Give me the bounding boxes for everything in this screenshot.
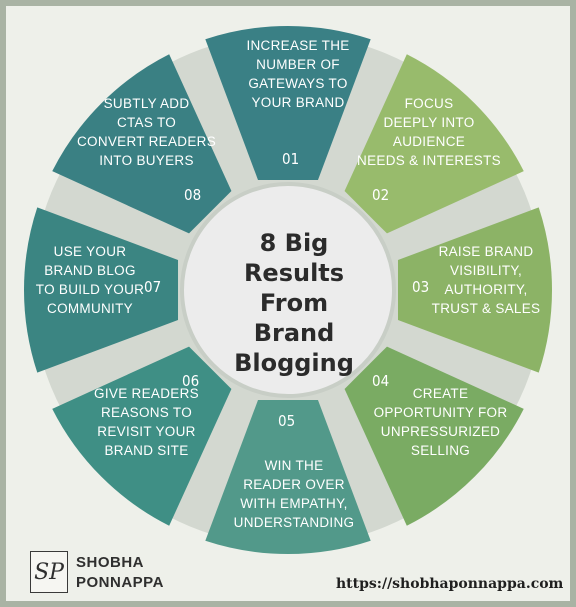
segment-05-line: with empathy, bbox=[240, 496, 348, 511]
segment-06-line: Give readers bbox=[94, 386, 199, 401]
segment-01-line: your brand bbox=[251, 95, 345, 110]
segment-07 bbox=[24, 207, 179, 373]
segment-02-line: Focus bbox=[404, 96, 454, 111]
title-line-2: Results From bbox=[243, 259, 345, 317]
segment-07-line: brand blog bbox=[44, 263, 136, 278]
segment-03-number: 03 bbox=[412, 278, 430, 296]
segment-03-line: trust & sales bbox=[431, 301, 541, 316]
logo-initials: SP bbox=[34, 559, 64, 585]
segment-08 bbox=[52, 54, 232, 234]
segment-04-line: unpressurized bbox=[380, 424, 501, 439]
segment-01 bbox=[205, 26, 371, 181]
segment-02-line: needs & interests bbox=[357, 153, 501, 168]
segment-04-number: 04 bbox=[372, 372, 390, 390]
segment-06 bbox=[52, 346, 232, 526]
segment-05 bbox=[205, 399, 371, 554]
results-wheel bbox=[24, 26, 552, 554]
segment-04 bbox=[344, 346, 524, 526]
segment-04-line: selling bbox=[410, 443, 471, 458]
segment-04-text: Create opportunity for unpressurized sellin… bbox=[358, 384, 523, 460]
segment-02-line: deeply into bbox=[383, 115, 475, 130]
website-url[interactable]: https://shobhaponnappa.com bbox=[336, 576, 564, 592]
segment-07-line: Use your bbox=[53, 244, 127, 259]
segment-05-line: understanding bbox=[233, 515, 355, 530]
segment-03-text: Raise brand visibility, authority, trust & … bbox=[411, 242, 561, 318]
sp-logo: SP bbox=[30, 551, 68, 593]
segment-05-line: Win the bbox=[264, 458, 324, 473]
segment-05-number: 05 bbox=[278, 412, 296, 430]
segment-06-line: reasons to bbox=[100, 405, 193, 420]
segment-07-line: community bbox=[47, 301, 133, 316]
segment-01-line: Increase the bbox=[246, 38, 350, 53]
segment-01-text: Increase the number of gateways to your bra… bbox=[218, 36, 378, 112]
segment-07-number: 07 bbox=[144, 278, 162, 296]
segment-05-line: reader over bbox=[243, 477, 345, 492]
segment-01-line: gateways to bbox=[248, 76, 348, 91]
segment-05-text: Win the reader over with empathy, understan… bbox=[219, 456, 369, 532]
segment-08-line: CTAs to bbox=[116, 115, 177, 130]
center-circle bbox=[180, 182, 396, 398]
segment-01-number: 01 bbox=[282, 150, 300, 168]
segment-02-line: audience bbox=[392, 134, 466, 149]
segment-06-line: revisit your bbox=[97, 424, 196, 439]
brand-first-name: SHOBHA bbox=[76, 554, 145, 571]
segment-06-line: brand site bbox=[104, 443, 189, 458]
segment-02-text: Focus deeply into audience needs & interest… bbox=[354, 94, 504, 170]
segment-03 bbox=[397, 207, 552, 373]
title-line-3: Brand bbox=[253, 319, 335, 347]
center-title: 8 Big Results From Brand Blogging bbox=[214, 228, 374, 378]
segment-07-text: Use your brand blog to build your community bbox=[20, 242, 160, 318]
title-line-1: 8 Big bbox=[259, 229, 329, 257]
segment-08-text: Subtly addCTAs to convert readers into buy… bbox=[64, 94, 229, 170]
segment-03-line: visibility, bbox=[449, 263, 523, 278]
brand-last-name: PONNAPPA bbox=[76, 574, 164, 591]
segment-06-number: 06 bbox=[182, 372, 200, 390]
segment-04-line: opportunity for bbox=[373, 405, 508, 420]
segment-03-line: authority, bbox=[444, 282, 528, 297]
segment-04-line: Create bbox=[412, 386, 469, 401]
brand-name: SHOBHA PONNAPPA bbox=[76, 553, 164, 593]
segment-08-line: Subtly add bbox=[103, 96, 190, 111]
segment-03-line: Raise brand bbox=[438, 244, 534, 259]
segment-02-number: 02 bbox=[372, 186, 390, 204]
segment-08-line: into buyers bbox=[99, 153, 194, 168]
segment-01-line: number of bbox=[256, 57, 340, 72]
segment-07-line: to build your bbox=[35, 282, 145, 297]
segment-02 bbox=[344, 54, 524, 234]
title-line-4: Blogging bbox=[234, 349, 354, 377]
segment-08-number: 08 bbox=[184, 186, 202, 204]
segment-06-text: Give readers reasons to revisit your brand … bbox=[64, 384, 229, 460]
segment-08-line: convert readers bbox=[76, 134, 217, 149]
